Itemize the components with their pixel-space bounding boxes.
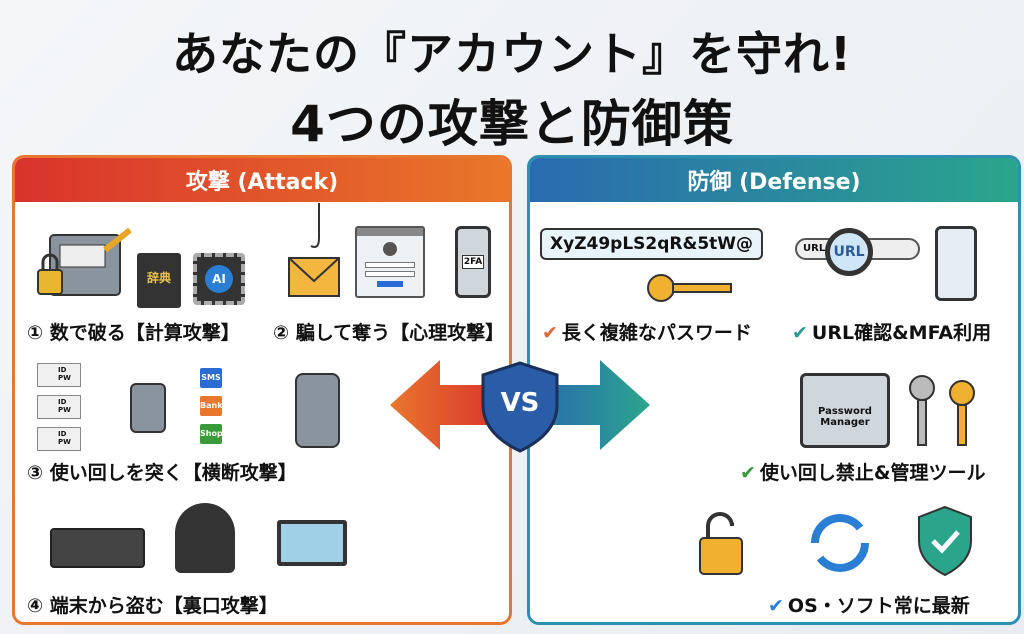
phishing-email-icon bbox=[288, 203, 340, 297]
defense-arrow bbox=[535, 360, 650, 450]
magnifier-url-icon: URL bbox=[825, 228, 873, 276]
hacker-icon bbox=[175, 503, 235, 573]
phone-fingerprint-icon bbox=[935, 226, 977, 301]
keylogger-keyboard-icon bbox=[50, 528, 145, 568]
site-bank: Bank bbox=[200, 396, 223, 416]
attack-header: 攻撃 (Attack) bbox=[15, 158, 509, 202]
attack-label-3: ③ 使い回しを突く【横断攻撃】 bbox=[27, 462, 297, 484]
vs-arrows bbox=[390, 360, 650, 453]
defense-label-3: ✔使い回し禁止&管理ツール bbox=[740, 462, 986, 484]
robot-stealing-key-icon bbox=[295, 373, 340, 448]
attack-arrow bbox=[390, 360, 505, 450]
defense-label-1: ✔長く複雑なパスワード bbox=[542, 322, 752, 344]
defense-header: 防御 (Defense) bbox=[530, 158, 1018, 202]
title-line-2: 4つの攻撃と防御策 bbox=[290, 95, 734, 153]
robot-icon bbox=[130, 383, 166, 433]
attack-label-4: ④ 端末から盗む【裏口攻撃】 bbox=[27, 595, 278, 617]
update-sync-icon bbox=[811, 514, 869, 572]
site-shop: Shop bbox=[200, 424, 223, 444]
security-shield-icon bbox=[918, 505, 972, 577]
keys-icon bbox=[909, 375, 975, 446]
unlocked-padlock-icon bbox=[699, 512, 743, 575]
dictionary-icon: 辞典 bbox=[137, 253, 181, 308]
ai-chip-icon: AI bbox=[193, 253, 245, 305]
strong-password-bubble: XyZ49pLS2qR&5tW@ bbox=[540, 228, 764, 260]
brute-force-machine-icon bbox=[37, 227, 132, 296]
attack-label-1: ① 数で破る【計算攻撃】 bbox=[27, 322, 240, 344]
fake-login-page-icon bbox=[355, 226, 425, 298]
vs-label: VS bbox=[500, 388, 540, 418]
title-line-1: あなたの『アカウント』を守れ! bbox=[172, 27, 852, 81]
key-icon bbox=[647, 274, 732, 302]
site-sms: SMS bbox=[200, 368, 222, 388]
defense-label-4: ✔OS・ソフト常に最新 bbox=[768, 595, 970, 617]
attack-label-2: ② 騙して奪う【心理攻撃】 bbox=[273, 322, 505, 344]
compromised-laptop-icon bbox=[277, 520, 347, 566]
phone-2fa-icon: 2FA bbox=[455, 226, 491, 298]
password-manager-safe-icon: Password Manager bbox=[800, 373, 890, 448]
vs-shield-icon bbox=[481, 361, 559, 453]
defense-label-2: ✔URL確認&MFA利用 bbox=[792, 322, 992, 344]
